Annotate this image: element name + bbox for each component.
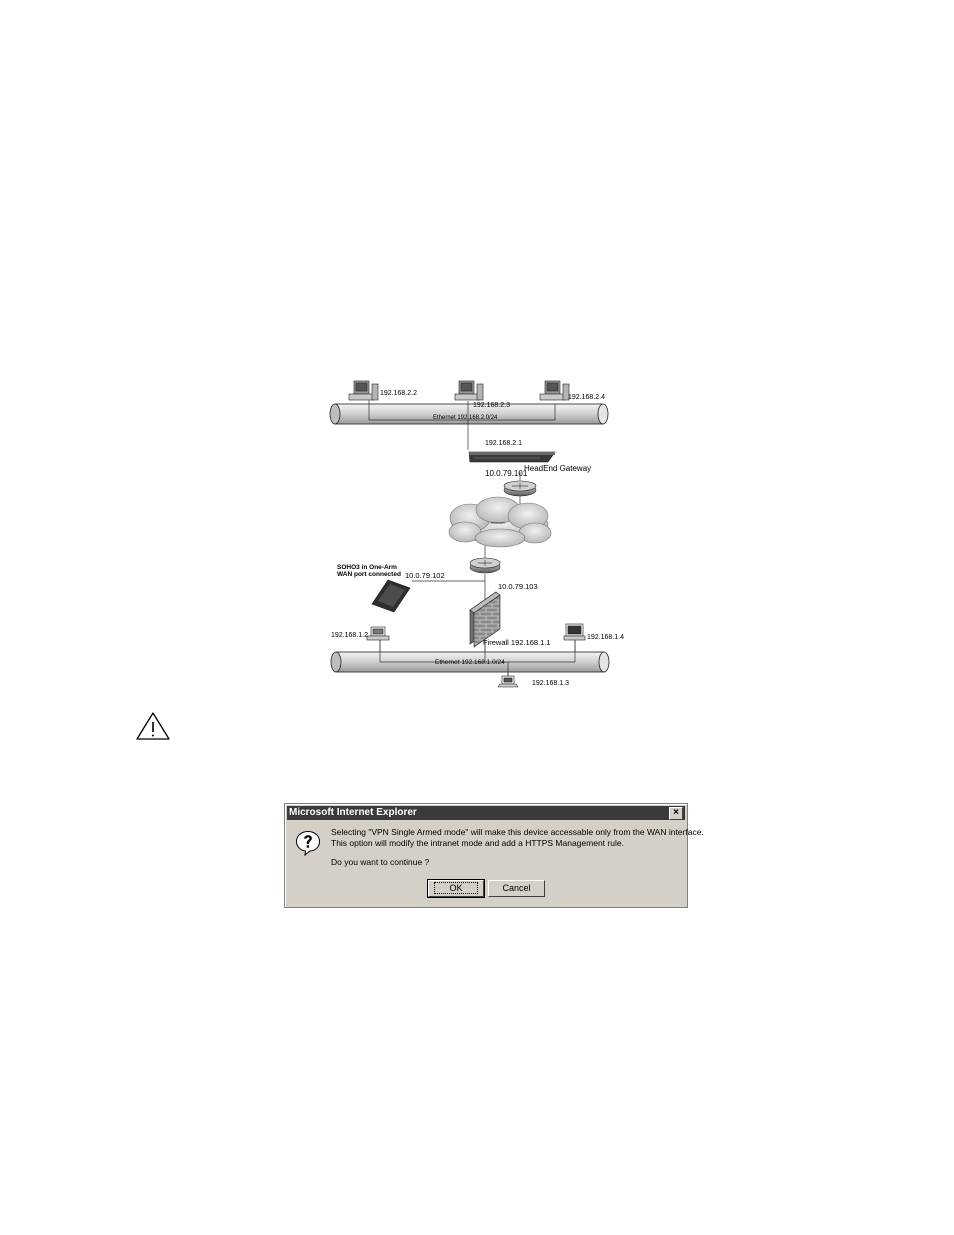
firewall-wan-ip-label: 10.0.79.103 (498, 582, 538, 591)
cancel-button[interactable]: Cancel (488, 880, 545, 897)
headend-wan-ip-label: 10.0.79.101 (485, 469, 528, 478)
router-icon-bottom (469, 557, 501, 574)
dialog-title-bar[interactable]: Microsoft Internet Explorer × (287, 806, 685, 820)
firewall-wall (469, 591, 501, 648)
pc-right-ip-label: 192.168.1.4 (587, 634, 624, 641)
pc-icon-bottom-left (366, 626, 390, 641)
pc-icon-1 (348, 380, 379, 401)
confirm-dialog: Microsoft Internet Explorer × Selecting … (284, 803, 704, 908)
top-ethernet-pipe (329, 403, 609, 425)
headend-gateway-label: HeadEnd Gateway (524, 464, 592, 473)
pc-icon-3 (539, 380, 570, 401)
bottom-segment-label: Ethernet 192.168.1.0/24 (435, 659, 505, 666)
dialog-message-line1: Selecting "VPN Single Armed mode" will m… (331, 827, 704, 837)
firewall-label: Firewall 192.168.1.1 (483, 638, 551, 647)
pc1-ip-label: 192.168.2.2 (380, 390, 417, 397)
pc-icon-bottom-right (563, 623, 586, 641)
ok-button[interactable]: OK (427, 879, 485, 898)
cancel-button-label: Cancel (502, 883, 531, 893)
pc3-ip-label: 192.168.2.4 (568, 394, 605, 401)
soho3-device (371, 579, 411, 613)
laptop-ip-label: 192.168.1.3 (532, 680, 569, 687)
dialog-title: Microsoft Internet Explorer (289, 807, 417, 818)
internet-cloud (448, 496, 552, 548)
gateway-lan-ip-label: 192.168.2.1 (485, 440, 522, 447)
router-icon-top (503, 480, 537, 497)
soho-label-line1: SOHO3 in One-Arm (337, 564, 397, 571)
dialog-message-line2: This option will modify the intranet mod… (331, 838, 624, 848)
pc2-ip-label: 192.168.2.3 (473, 402, 510, 409)
ok-button-label: OK (434, 882, 478, 894)
pc-left-ip-label: 192.168.1.2 (331, 632, 368, 639)
top-segment-label: Ethernet 192.168.2.0/24 (433, 415, 498, 421)
laptop-icon (497, 675, 519, 688)
soho-ip-label: 10.0.79.102 (405, 571, 445, 580)
soho-label-line2: WAN port connected (337, 571, 401, 578)
close-icon: × (673, 807, 679, 818)
close-button[interactable]: × (669, 807, 683, 820)
question-icon (295, 830, 321, 856)
pc-icon-2 (454, 380, 484, 401)
warning-icon (136, 712, 170, 740)
dialog-question: Do you want to continue ? (331, 857, 430, 867)
internet-label: Internet (491, 520, 505, 525)
headend-gateway-device (468, 451, 556, 463)
